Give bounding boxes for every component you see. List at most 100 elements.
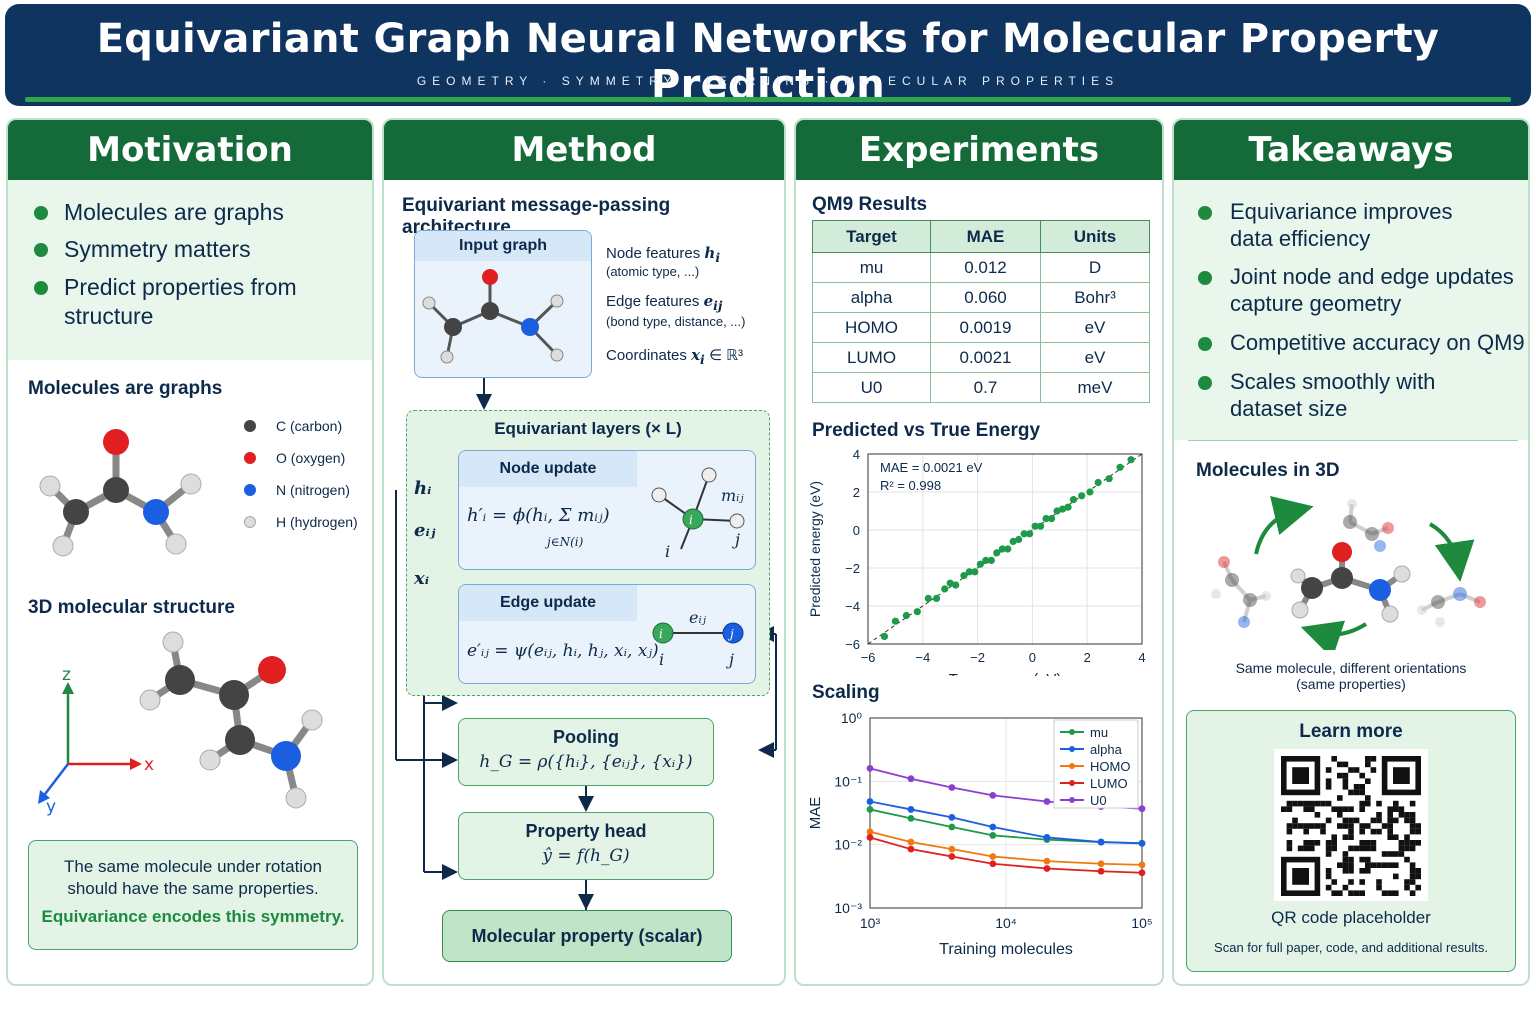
- legend-label: U0: [1090, 793, 1107, 808]
- series-point-HOMO: [1138, 861, 1146, 869]
- qr-module: [1309, 800, 1315, 807]
- qr-finder: [1292, 868, 1309, 885]
- node-update-diagram: i mᵢⱼ i j: [651, 467, 745, 561]
- y-tick-label: 10⁰: [841, 710, 863, 726]
- hydrogen-atom: [285, 787, 307, 809]
- qr-module: [1303, 800, 1309, 807]
- qr-module: [1309, 823, 1315, 829]
- legend-marker: [1069, 797, 1075, 803]
- head-arrow: [578, 880, 594, 910]
- edge-features-label: Edge features eij: [606, 292, 723, 313]
- qr-module: [1365, 778, 1371, 784]
- qr-module: [1286, 800, 1293, 807]
- qr-module: [1281, 806, 1287, 812]
- qr-module: [1370, 756, 1377, 762]
- qr-module: [1415, 840, 1421, 846]
- qr-module: [1370, 817, 1377, 824]
- x-tick-label: 0: [1029, 650, 1036, 665]
- qr-module: [1348, 834, 1354, 840]
- header-accent-bar: [25, 97, 1511, 102]
- qr-module: [1387, 834, 1393, 840]
- qr-module: [1348, 828, 1354, 835]
- qr-module: [1376, 884, 1382, 891]
- scatter-point: [952, 581, 960, 589]
- qr-module: [1359, 856, 1365, 863]
- scatter-point: [965, 568, 973, 576]
- qr-module: [1381, 862, 1388, 868]
- qr-module: [1337, 823, 1343, 829]
- poster-subtitle: GEOMETRY · SYMMETRY · LEARNING · MOLECUL…: [416, 74, 1120, 88]
- qr-module: [1314, 800, 1321, 807]
- qr-module: [1337, 812, 1343, 818]
- legend-label: LUMO: [1090, 776, 1128, 791]
- hydrogen-atom: [39, 475, 61, 497]
- scatter-point: [1031, 522, 1039, 530]
- qr-module: [1342, 817, 1349, 824]
- qr-module: [1325, 868, 1332, 874]
- table-header: MAE: [930, 220, 1041, 253]
- y-tick-label: 4: [853, 447, 860, 462]
- scatter-point: [1116, 463, 1124, 471]
- legend-box: [1053, 719, 1139, 809]
- y-axis-label: y: [46, 797, 56, 817]
- qr-module: [1309, 845, 1315, 852]
- series-point-alpha: [1138, 839, 1146, 847]
- qr-module: [1303, 823, 1309, 829]
- qr-module: [1387, 828, 1393, 835]
- node-update-label: Node update: [459, 451, 637, 487]
- qr-module: [1404, 812, 1410, 818]
- hydrogen-atom: [139, 689, 161, 711]
- y-tick-label: −6: [845, 637, 860, 652]
- qr-module: [1365, 756, 1371, 762]
- scatter-point: [976, 560, 984, 568]
- qr-module: [1325, 778, 1332, 784]
- qr-module: [1365, 862, 1371, 868]
- legend-label: mu: [1090, 725, 1108, 740]
- hydrogen-legend-icon: [244, 516, 256, 528]
- qr-module: [1409, 845, 1416, 852]
- legend-label: alpha: [1090, 742, 1123, 757]
- molecules-3d-heading: Molecules in 3D: [1196, 460, 1340, 481]
- property-head-box: Property head ŷ = f(h_G): [458, 812, 714, 880]
- scatter-point: [1094, 478, 1102, 487]
- series-point-mu: [989, 832, 997, 839]
- input-graph-box: Input graph: [414, 230, 592, 378]
- qr-module: [1409, 890, 1416, 896]
- motivation-bullet: Molecules are graphs: [64, 199, 284, 225]
- qr-module: [1370, 840, 1377, 846]
- scatter-point: [960, 572, 968, 580]
- series-point-mu: [948, 823, 956, 831]
- y-axis-label: Predicted energy (eV): [807, 481, 823, 617]
- series-point-HOMO: [1097, 860, 1105, 868]
- nitrogen-atom: [143, 499, 169, 525]
- note-line: The same molecule under rotation: [64, 857, 322, 876]
- hydrogen-atom: [301, 709, 323, 731]
- oxygen-atom: [103, 429, 129, 455]
- qr-finder: [1292, 767, 1309, 784]
- node-update-equation: h′ᵢ = ϕ(hᵢ, Σ mᵢⱼ): [467, 505, 610, 526]
- qr-module: [1404, 856, 1410, 863]
- motivation-title: Motivation: [8, 120, 372, 180]
- qr-code-icon[interactable]: [1274, 749, 1428, 901]
- plot-frame: [867, 453, 1143, 645]
- series-point-LUMO: [907, 845, 915, 853]
- graphs-heading: Molecules are graphs: [28, 378, 223, 399]
- hydrogen-atom: [162, 631, 184, 653]
- series-point-LUMO: [1043, 865, 1051, 872]
- y-tick-label: −4: [845, 599, 860, 614]
- series-point-HOMO: [948, 845, 956, 853]
- qr-module: [1387, 851, 1393, 857]
- pooling-box: Pooling h_G = ρ({hᵢ}, {eᵢⱼ}, {xᵢ}): [458, 718, 714, 786]
- hydrogen-atom: [52, 535, 74, 557]
- scatter-point: [987, 556, 995, 564]
- scatter-point: [891, 617, 899, 625]
- x-tick-label: −2: [970, 650, 985, 665]
- legend-marker: [1069, 729, 1075, 735]
- qr-module: [1286, 806, 1293, 812]
- series-point-U0: [907, 775, 915, 783]
- qr-module: [1348, 845, 1354, 852]
